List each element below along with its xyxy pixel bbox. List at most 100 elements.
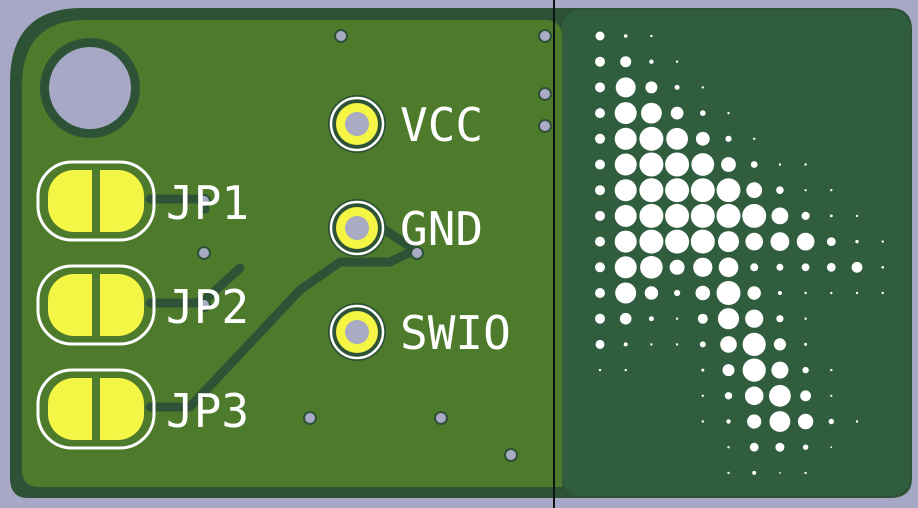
logo-dot <box>721 157 736 172</box>
logo-dot <box>697 313 708 324</box>
logo-dot <box>645 81 658 94</box>
logo-dot <box>716 203 741 228</box>
logo-dot <box>665 152 690 177</box>
logo-dot <box>727 111 730 115</box>
logo-dot <box>744 386 764 406</box>
logo-dot <box>830 446 833 449</box>
logo-dot <box>614 179 637 202</box>
logo-dot <box>726 419 731 424</box>
logo-dot <box>717 308 740 330</box>
logo-dot <box>639 203 664 228</box>
jumper-jp2 <box>36 264 156 346</box>
logo-dot <box>745 309 764 328</box>
logo-dot <box>804 189 807 192</box>
logo-dot <box>675 317 679 320</box>
logo-dot <box>720 336 737 353</box>
label-jp2: JP2 <box>166 280 249 334</box>
logo-dot <box>669 259 685 275</box>
logo-dot <box>595 288 605 298</box>
logo-dot <box>777 291 782 295</box>
solder-mask-region <box>562 10 910 496</box>
logo-dot <box>718 257 739 278</box>
logo-dot <box>595 133 605 144</box>
logo-dot <box>727 446 730 449</box>
logo-dot <box>648 316 654 322</box>
logo-dot <box>727 471 730 475</box>
logo-dot <box>716 178 741 203</box>
logo-dot <box>595 185 605 196</box>
logo-dot <box>666 127 688 150</box>
label-vcc: VCC <box>400 98 483 152</box>
copper-pour <box>22 20 562 487</box>
label-gnd: GND <box>400 202 483 256</box>
logo-dot <box>855 239 859 244</box>
logo-dot <box>881 240 884 243</box>
logo-dot <box>665 229 690 254</box>
logo-dot <box>773 338 787 351</box>
logo-dot <box>747 414 762 429</box>
logo-dot <box>742 332 766 356</box>
logo-dot <box>691 153 715 176</box>
logo-dot <box>644 286 659 300</box>
jumper-jp3 <box>36 368 156 450</box>
logo-dot <box>640 255 663 279</box>
logo-dot <box>623 34 628 38</box>
logo-dot <box>830 368 833 372</box>
logo-dot <box>769 411 791 432</box>
logo-dot <box>775 442 785 452</box>
logo-dot <box>881 266 884 269</box>
label-jp1: JP1 <box>166 176 249 230</box>
logo-dot <box>693 257 713 277</box>
arrow-cursor-halftone-logo <box>595 31 884 475</box>
logo-dot <box>776 315 784 323</box>
logo-dot <box>830 291 833 295</box>
logo-dot <box>701 368 705 372</box>
logo-dot <box>830 394 833 397</box>
logo-dot <box>779 472 781 474</box>
logo-dot <box>742 203 767 228</box>
logo-dot <box>776 186 784 194</box>
logo-dot <box>619 312 632 325</box>
logo-dot <box>615 77 636 98</box>
logo-dot <box>595 236 605 247</box>
logo-dot <box>753 137 756 140</box>
logo-dot <box>769 384 791 407</box>
logo-dot <box>623 342 628 347</box>
logo-dot <box>829 214 833 218</box>
logo-dot <box>776 263 784 271</box>
logo-dot <box>742 358 766 382</box>
logo-dot <box>701 394 704 397</box>
logo-dot <box>614 204 637 227</box>
logo-dot <box>747 286 761 300</box>
jumper-jp1 <box>36 160 156 242</box>
logo-dot <box>750 161 758 168</box>
logo-dot <box>716 281 741 305</box>
logo-dot <box>695 285 711 301</box>
logo-dot <box>650 343 653 346</box>
logo-dot <box>801 211 810 220</box>
mounting-hole-icon <box>40 38 140 138</box>
logo-dot <box>639 178 664 203</box>
pad-vcc <box>328 95 386 153</box>
logo-dot <box>615 282 637 304</box>
logo-dot <box>802 444 809 450</box>
logo-dot <box>855 291 859 295</box>
logo-dot <box>674 84 680 90</box>
logo-dot <box>690 178 715 203</box>
vias <box>197 29 552 462</box>
logo-dot <box>797 413 814 430</box>
logo-dot <box>830 189 833 192</box>
logo-dot <box>620 56 632 68</box>
logo-dot <box>804 317 807 320</box>
logo-dot <box>690 203 715 228</box>
logo-dot <box>595 56 605 67</box>
logo-dot <box>796 232 815 251</box>
label-jp3: JP3 <box>166 384 249 438</box>
logo-dot <box>771 361 789 379</box>
logo-dot <box>855 214 859 218</box>
logo-dot <box>595 339 605 349</box>
logo-dot <box>649 59 654 64</box>
logo-dot <box>614 230 637 253</box>
logo-dot <box>650 34 653 38</box>
logo-dot <box>881 291 884 295</box>
